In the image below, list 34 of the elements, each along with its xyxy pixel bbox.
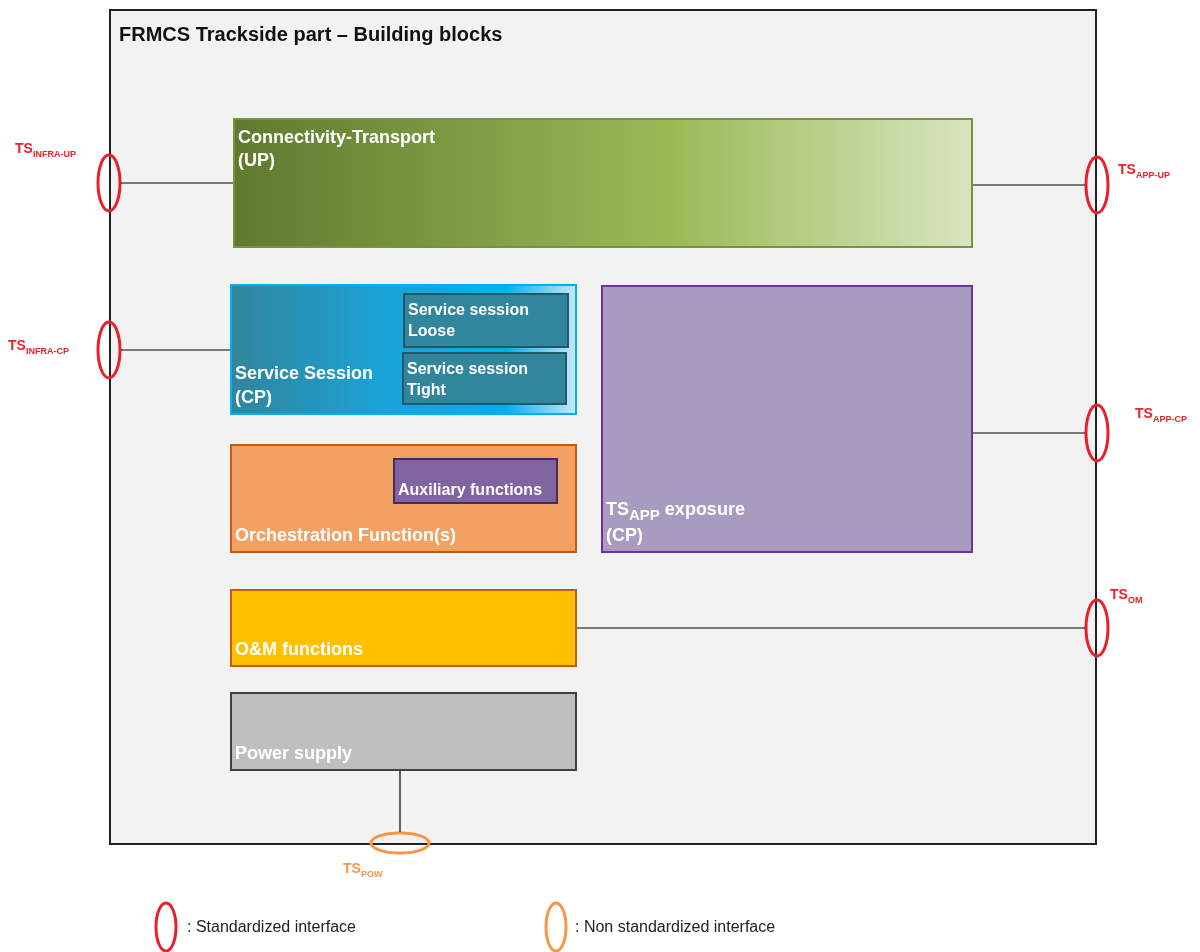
block-label: Service Session (CP) — [235, 362, 375, 409]
interface-label: TS$_{INFRA-UP}$ — [15, 140, 76, 159]
interface-label: TS$_{OM}$ — [1110, 586, 1143, 605]
connector-line — [972, 184, 1086, 186]
block-box — [393, 458, 558, 504]
connector-line — [120, 182, 234, 184]
interface-label: TS$_{POW}$ — [343, 860, 383, 879]
legend-text: : Standardized interface — [187, 918, 356, 936]
interface-label: TS$_{APP-UP}$ — [1118, 161, 1170, 180]
connector-line — [120, 349, 231, 351]
legend-text: : Non standardized interface — [575, 918, 776, 936]
connector-line — [399, 770, 401, 833]
block-label: Orchestration Function(s) — [235, 523, 456, 547]
connector-line — [576, 627, 1086, 629]
interface-label: TS$_{INFRA-CP}$ — [8, 337, 69, 356]
diagram-title: FRMCS Trackside part – Building blocks — [119, 22, 503, 47]
block-label: TS$_{APP}$ exposure (CP) — [606, 497, 746, 547]
block-box — [601, 285, 973, 553]
block-label: Service session Loose — [408, 300, 530, 341]
block-box — [230, 284, 577, 415]
block-box — [230, 589, 577, 667]
block-label: Connectivity-Transport (UP) — [238, 126, 437, 173]
frame-box — [109, 9, 1097, 845]
interface-label: TS$_{APP-CP}$ — [1135, 405, 1187, 424]
block-label: Auxiliary functions — [398, 480, 543, 500]
block-box — [403, 293, 569, 348]
block-label: Power supply — [235, 741, 353, 765]
block-box — [402, 352, 567, 405]
block-box — [230, 692, 577, 771]
block-label: Service session Tight — [407, 359, 529, 400]
block-label: O&M functions — [235, 637, 363, 661]
block-box — [230, 444, 577, 553]
block-box — [233, 118, 973, 248]
connector-line — [972, 432, 1086, 434]
